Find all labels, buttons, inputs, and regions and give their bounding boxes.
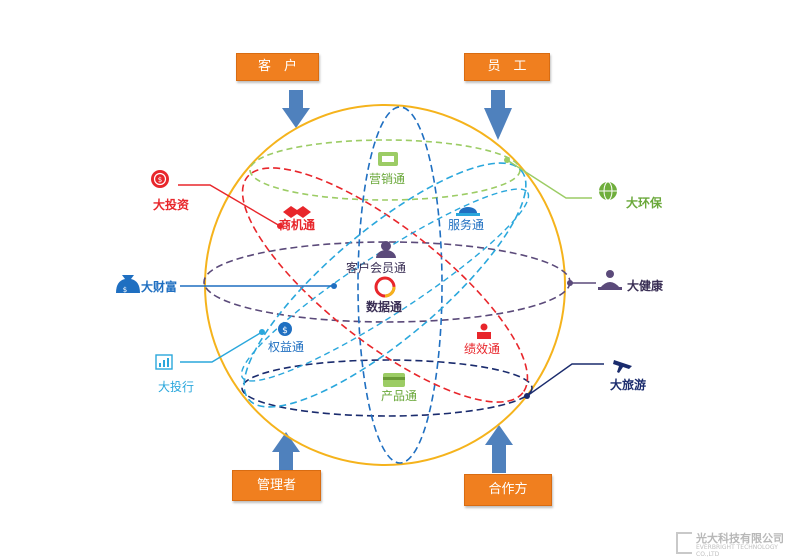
partner-label: 合作方	[488, 482, 528, 497]
label-marketing: 营销通	[369, 172, 406, 186]
logo-mark-icon	[676, 532, 692, 554]
marketing-icon	[378, 152, 398, 166]
label-health: 大健康	[627, 279, 664, 293]
performance-icon	[477, 323, 491, 339]
label-member: 客户会员通	[346, 261, 407, 275]
label-product: 产品通	[381, 389, 418, 403]
svg-text:$: $	[282, 326, 288, 336]
arrow-down-employee	[484, 90, 512, 140]
svg-text:$: $	[123, 286, 127, 294]
label-travel: 大旅游	[610, 378, 647, 392]
connector-travel	[526, 363, 604, 397]
ellipse-tilted-red	[241, 167, 529, 403]
rights-icon: $	[278, 322, 292, 336]
partner-box: 合作方	[464, 474, 552, 506]
manager-box: 管理者	[232, 470, 321, 501]
employee-box: 员 工	[464, 53, 550, 81]
arrow-up-partner	[485, 425, 513, 473]
manager-label: 管理者	[256, 478, 296, 493]
product-icon	[383, 373, 405, 387]
ellipse-bottom-navy	[241, 359, 533, 417]
company-logo: 光大科技有限公司 EVERBRIGHT TECHNOLOGY CO.,LTD	[676, 530, 796, 558]
employee-label: 员 工	[487, 59, 527, 74]
connector-environment	[506, 159, 592, 199]
globe-environment-icon	[599, 181, 617, 201]
service-icon	[456, 207, 480, 216]
money-bag-wealth-icon: $	[116, 275, 140, 294]
label-environment: 大环保	[626, 196, 663, 210]
handshake-icon	[283, 206, 311, 218]
sphere-outline	[204, 104, 566, 466]
ellipse-vertical-blue	[357, 106, 443, 464]
member-icon	[376, 241, 396, 258]
connector-bank	[180, 331, 263, 363]
arrow-up-manager	[272, 432, 300, 470]
money-bag-invest-icon: $	[151, 170, 169, 188]
customer-label: 客 户	[257, 59, 297, 74]
connector-invest	[178, 184, 281, 227]
label-wealth: 大财富	[141, 280, 178, 294]
label-business: 商机通	[279, 218, 316, 232]
label-service: 服务通	[448, 218, 485, 232]
chart-bank-icon	[155, 354, 173, 370]
logo-en-text: EVERBRIGHT TECHNOLOGY CO.,LTD	[696, 544, 778, 558]
label-bank: 大投行	[158, 380, 195, 394]
plane-travel-icon	[613, 360, 632, 373]
arrow-down-customer	[282, 90, 310, 128]
ellipse-tilted-cyan-1	[243, 162, 527, 408]
label-invest: 大投资	[153, 198, 190, 212]
label-performance: 绩效通	[464, 342, 501, 356]
label-data: 数据通	[366, 300, 403, 314]
svg-text:$: $	[158, 176, 162, 184]
data-icon	[374, 276, 396, 298]
ellipse-tilted-cyan-2	[240, 188, 530, 382]
logo-cn-text: 光大科技有限公司	[696, 532, 784, 545]
person-health-icon	[598, 270, 622, 290]
label-rights: 权益通	[268, 340, 305, 354]
customer-box: 客 户	[236, 53, 319, 81]
